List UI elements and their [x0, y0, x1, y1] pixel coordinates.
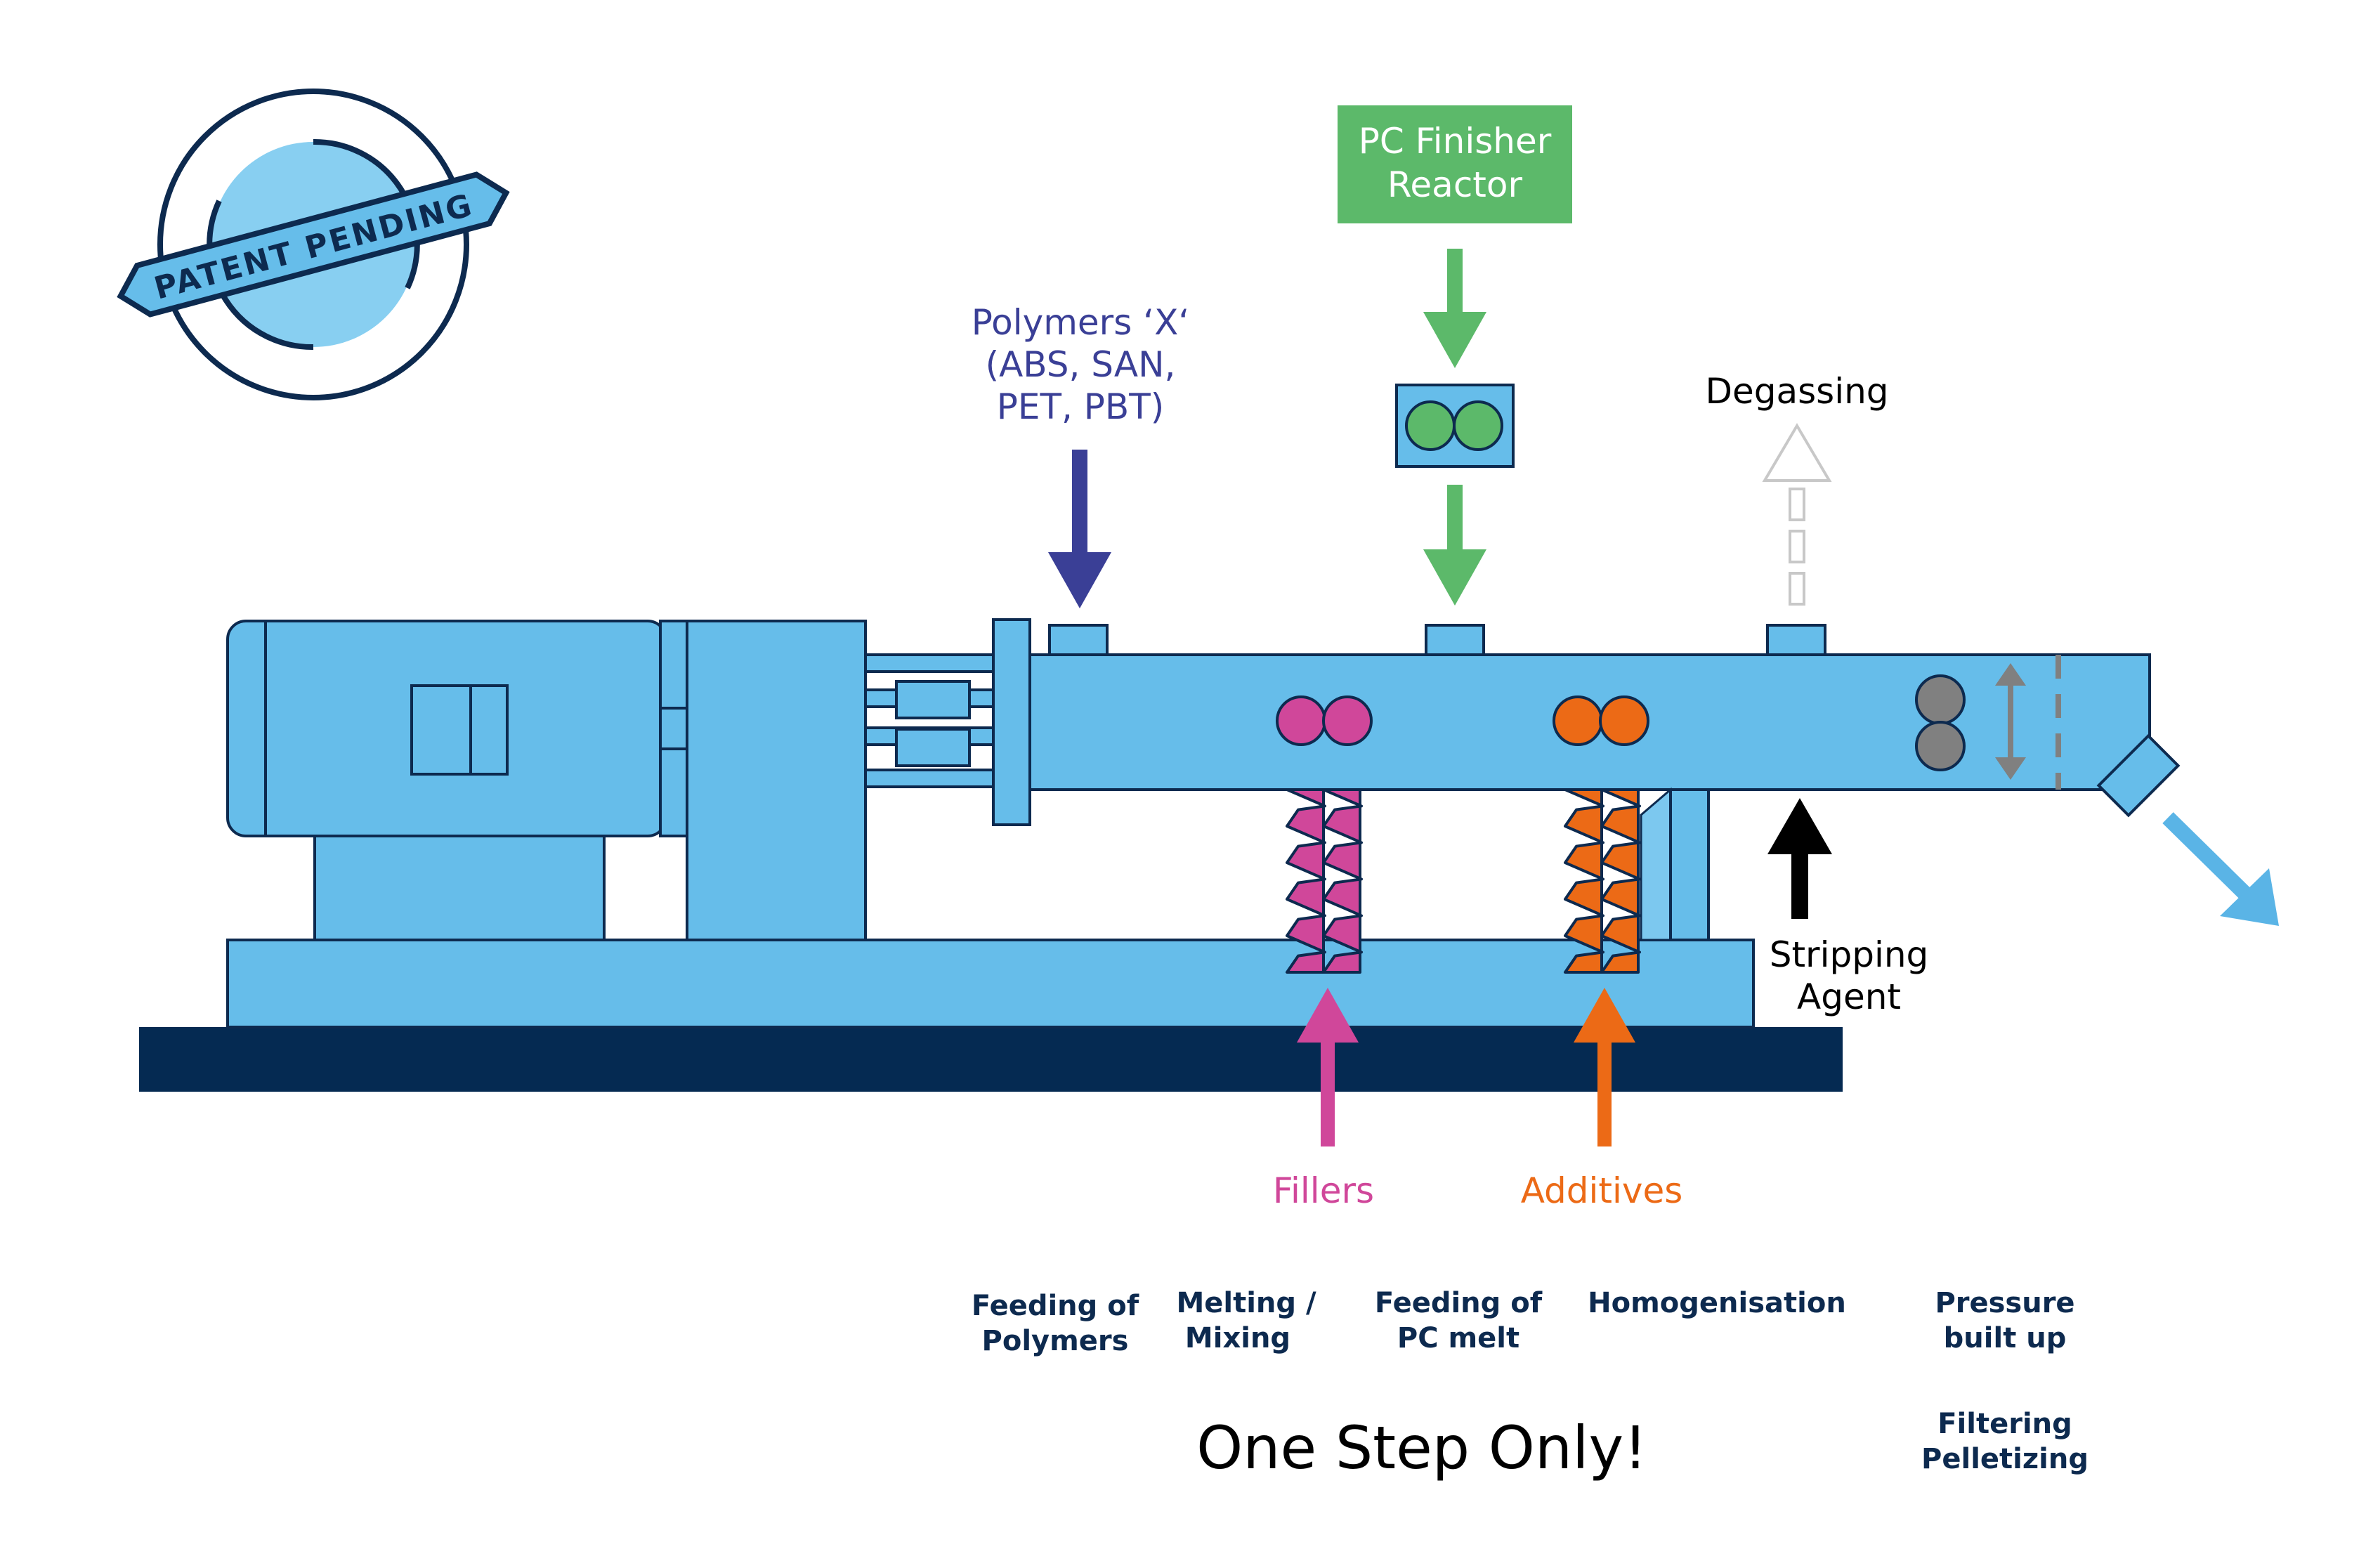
feed-port-pc-melt	[1425, 624, 1485, 656]
screw-pair-orange	[1553, 695, 1649, 746]
degassing-port	[1766, 624, 1826, 656]
pc-reactor-label-line2: Reactor	[1387, 164, 1523, 205]
coupling	[864, 618, 1031, 826]
gearbox	[686, 620, 867, 941]
stripping-label-line1: Stripping	[1770, 934, 1929, 975]
screw-pair-pink	[1276, 695, 1373, 746]
barrel-support	[1640, 787, 1710, 941]
degassing-arrow-icon	[1762, 423, 1832, 606]
stage-feeding-polymers-line2: Polymers	[982, 1325, 1129, 1357]
pc-reactor-box	[1338, 105, 1572, 223]
screw-flight	[1322, 788, 1363, 974]
die-outlet	[2096, 733, 2181, 818]
additives-arrow-icon	[1574, 988, 1635, 1146]
screw-flight	[1564, 788, 1604, 974]
stage-feeding-polymers-line1: Feeding of	[972, 1290, 1139, 1322]
stage-melting-line1: Melting /	[1176, 1287, 1316, 1319]
motor-panel	[410, 684, 509, 776]
fillers-arrow-icon	[1297, 988, 1359, 1146]
feed-port-polymers	[1048, 624, 1109, 656]
tagline: One Step Only!	[1196, 1413, 1647, 1482]
twin-screw-pink-icon	[1286, 788, 1363, 974]
pc-melt-arrow-top-icon	[1423, 249, 1486, 368]
polymers-arrow-icon	[1048, 450, 1111, 608]
stage-feeding-pc-line2: PC melt	[1397, 1322, 1519, 1354]
stage-homogenisation: Homogenisation	[1588, 1287, 1846, 1319]
stage-pelletizing: Pelletizing	[1921, 1443, 2089, 1475]
degassing-label: Degassing	[1705, 371, 1888, 412]
polymers-label-line1: Polymers ‘X‘	[972, 302, 1189, 343]
pc-reactor-label-line1: PC Finisher	[1359, 121, 1552, 162]
stripping-agent-arrow-icon	[1767, 798, 1832, 919]
stage-pressure-line1: Pressure	[1935, 1287, 2074, 1319]
stage-filtering: Filtering	[1937, 1408, 2072, 1440]
fillers-label: Fillers	[1273, 1170, 1374, 1211]
machine-floor	[139, 1027, 1843, 1092]
output-arrow-icon	[2162, 812, 2279, 926]
additives-label: Additives	[1521, 1170, 1683, 1211]
polymers-label-line2: (ABS, SAN,	[986, 344, 1176, 385]
stripping-label-line2: Agent	[1797, 976, 1901, 1017]
twin-screw-orange-icon	[1564, 788, 1641, 974]
screw-flight	[1286, 788, 1326, 974]
pressure-indicator-icon	[1995, 655, 2061, 790]
patent-pending-badge: PATENT PENDING	[117, 89, 510, 400]
stage-feeding-pc-line1: Feeding of	[1375, 1287, 1543, 1319]
stage-melting-line2: Mixing	[1185, 1322, 1290, 1354]
gear-pump-icon	[1395, 384, 1515, 468]
machine-base	[226, 939, 1755, 1028]
polymers-label-line3: PET, PBT)	[997, 386, 1165, 427]
screw-pair-gray	[1915, 674, 1966, 771]
stage-pressure-line2: built up	[1944, 1322, 2067, 1354]
screw-flight	[1600, 788, 1641, 974]
motor	[226, 620, 688, 941]
pc-melt-arrow-bottom-icon	[1423, 485, 1486, 606]
